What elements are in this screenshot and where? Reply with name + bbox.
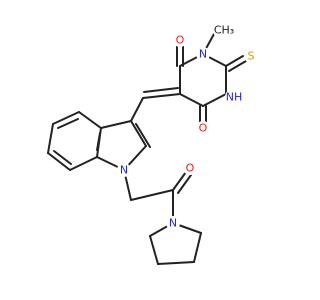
oxygen-amide-atom: O [183, 161, 197, 175]
atom-labels: O N CH₃ S NH O N O [117, 21, 258, 230]
bond-c7-c7a [69, 156, 98, 171]
bond-c2-s-b [228, 60, 247, 72]
bond-c5-methine-a [142, 93, 181, 99]
bond-c6-c7 [47, 152, 71, 171]
oxygen-amide-label: O [186, 162, 195, 175]
bond-c2-s-a [225, 55, 244, 67]
bond-methine-c3 [130, 97, 144, 122]
nh-atom: NH [225, 88, 243, 106]
bond-ch2-carbonyl [130, 189, 174, 201]
bond-pyr-ca-cb [193, 232, 202, 263]
methyl-group: CH₃ [213, 21, 234, 39]
n-methyl-label: N [199, 48, 207, 61]
bond-c5-methine-b [143, 87, 179, 93]
sulfur-label: S [248, 50, 255, 63]
bond-carbonyl-o-a [172, 171, 187, 191]
bond-c3-c2-inner [135, 123, 151, 148]
bond-c4-c5 [52, 111, 80, 125]
bond-pyr-cc-cd [149, 235, 159, 265]
bond-lines [47, 33, 247, 265]
bond-c7a-c3a-inner [96, 132, 101, 151]
bond-c3a-c3 [100, 120, 132, 129]
bond-c4-c5 [179, 93, 204, 107]
bond-carbonyl-o-b [177, 174, 192, 194]
oxygen-top-atom: O [173, 33, 187, 47]
bond-c3a-c4 [78, 111, 102, 129]
bond-c3-c2 [130, 120, 147, 147]
oxygen-lower-atom: O [196, 121, 210, 135]
sulfur-atom: S [244, 49, 258, 63]
bond-pyr-cb-cc [157, 261, 195, 265]
n-pyrrolidine-atom: N [166, 216, 180, 230]
n-indole-label: N [120, 164, 128, 177]
oxygen-top-label: O [176, 34, 185, 47]
methyl-label: CH₃ [214, 24, 234, 37]
bond-c4-c5-inner [57, 118, 79, 129]
bond-c5-c6 [47, 123, 54, 154]
molecule-structure: O N CH₃ S NH O N O [47, 21, 258, 265]
oxygen-lower-label: O [199, 122, 208, 135]
n-methyl-atom: N [196, 47, 210, 61]
nh-label: NH [226, 91, 243, 104]
bond-c6-c7-inner [53, 150, 72, 165]
n-pyrrolidine-label: N [169, 217, 177, 230]
n-indole-atom: N [117, 163, 131, 177]
bond-n3-c4 [202, 93, 227, 107]
